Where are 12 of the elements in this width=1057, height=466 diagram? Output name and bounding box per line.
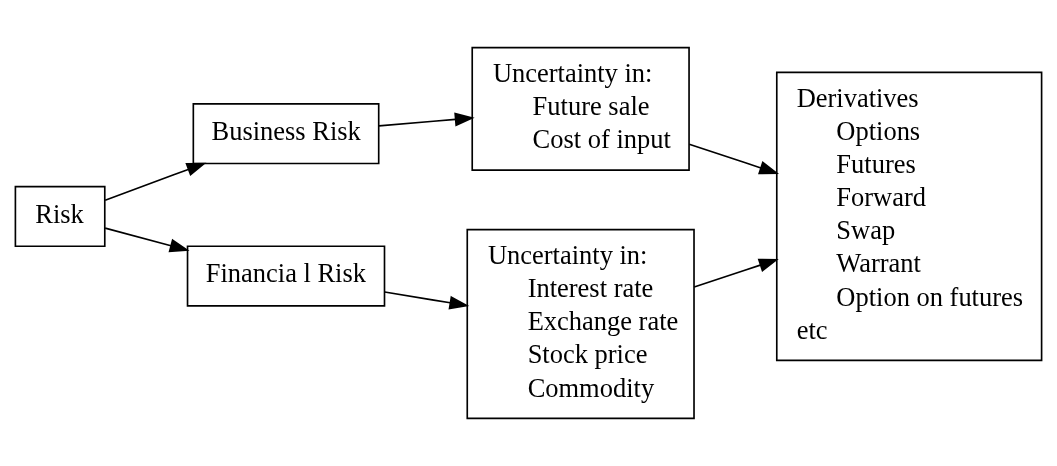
node-box: Business Risk <box>192 103 380 165</box>
node-box: Uncertainty in: Future sale Cost of input <box>471 46 690 171</box>
arrow <box>378 112 475 127</box>
arrow <box>693 258 779 288</box>
node-box: Risk <box>14 185 106 248</box>
arrow <box>104 162 207 202</box>
node-box: Financia l Risk <box>186 245 386 307</box>
arrow <box>383 291 470 310</box>
node-box: Uncertainty in: Interest rate Exchange rate Stock price Commodity <box>466 228 695 420</box>
arrow <box>104 227 190 253</box>
arrow <box>688 143 780 175</box>
node-box: Derivatives Options Futures Forward Swap Warrant Option on futures etc <box>775 71 1043 362</box>
